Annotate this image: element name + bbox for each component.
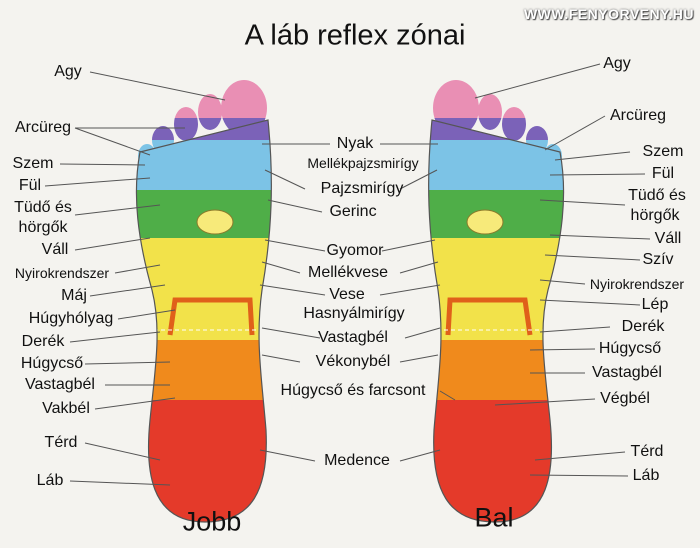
zone-label: Lép [641,296,669,313]
zone-label: Arcüreg [609,107,667,124]
zone-label: Nyirokrendszer [589,276,685,292]
zone-label: Derék [621,318,665,335]
zone-label: Gerinc [329,203,377,220]
zone-label: Mellékvese [307,264,389,281]
zone-label: Térd [630,443,664,460]
right-foot-sole-jobb [120,70,290,530]
zone-label: Húgycső és farcsont [280,382,426,399]
zone-label: Medence [324,452,390,469]
zone-label: Mellékpajzsmirígy [307,155,419,171]
zone-label: Váll [41,241,69,258]
zone-label: Hasnyálmirígy [303,305,405,322]
zone-label: Húgycső [598,340,662,357]
zone-label: Végbél [600,390,650,407]
zone-label: Agy [54,63,82,80]
zone-label: Tüdő és [14,199,72,216]
zone-label: Szem [12,155,54,172]
zone-label: Fül [651,165,675,182]
zone-label: hörgők [18,219,68,236]
zone-label: Szem [642,143,684,160]
zone-label: Nyirokrendszer [14,265,110,281]
zone-label: Pajzsmirígy [320,180,404,197]
zone-label: Láb [36,472,64,489]
zone-label: Agy [603,55,631,72]
connector-lines [44,63,651,486]
page-title: A láb reflex zónai [244,19,466,52]
zone-label: Vese [329,286,365,303]
foot-label-bal: Bal [474,502,514,533]
zone-label: Máj [61,287,87,304]
zone-label: Vastagbél [318,329,388,346]
zone-label: hörgők [630,207,680,224]
zone-label: Húgycső [20,355,84,372]
zone-label: Láb [632,467,660,484]
zone-label: Vakbél [42,400,90,417]
zone-label: Váll [654,230,682,247]
zone-label: Térd [44,434,78,451]
zone-label: Nyak [336,135,374,152]
foot-label-jobb: Jobb [182,506,242,537]
zone-label: Vékonybél [315,353,391,370]
zone-label: Húgyhólyag [28,310,114,327]
zone-label: Fül [18,177,42,194]
zone-label: Tüdő és [628,187,686,204]
zone-label: Arcüreg [14,119,72,136]
zone-label: Szív [642,251,674,268]
zone-label: Vastagbél [592,364,662,381]
zone-label: Vastagbél [25,376,95,393]
left-foot-sole-bal [410,70,580,530]
zone-label: Derék [21,333,65,350]
watermark: WWW.FENYORVENY.HU [523,6,694,22]
zone-label: Gyomor [326,242,384,259]
